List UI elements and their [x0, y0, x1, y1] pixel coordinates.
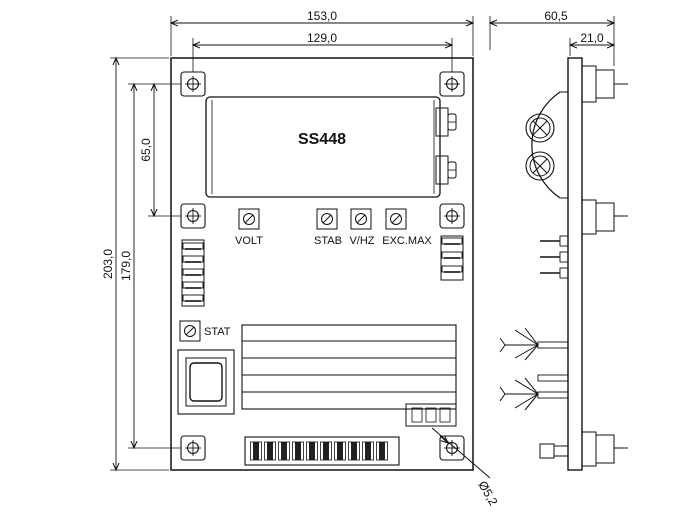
- small-connector: [405, 403, 457, 427]
- module-name: SS448: [298, 131, 346, 148]
- side-pot-pins: [540, 235, 569, 279]
- stat-potentiometer: [179, 320, 201, 342]
- board-outline: [170, 57, 474, 471]
- terminal-block: [244, 436, 400, 466]
- volt-label: VOLT: [235, 235, 263, 247]
- vhz-label: V/HZ: [349, 235, 374, 247]
- side-view: 60,5 21,0: [490, 9, 628, 471]
- heatsink: [241, 324, 457, 410]
- overall-height-label: 203,0: [101, 249, 115, 279]
- volt-potentiometer: [238, 208, 260, 230]
- hole-spacing-x-dimension: [193, 38, 452, 72]
- hole-spacing-x-label: 129,0: [307, 31, 337, 45]
- excmax-label: EXC.MAX: [382, 235, 432, 247]
- side-connector-dimension: [570, 38, 614, 56]
- upper-hole-spacing-label: 65,0: [139, 138, 153, 162]
- hole-spacing-y-dimension: [128, 84, 181, 448]
- square-component: [177, 349, 235, 415]
- side-depth-label: 60,5: [544, 9, 568, 23]
- mounting-hole-mid-left: [180, 203, 206, 229]
- side-board: [567, 57, 583, 471]
- mounting-hole-top-right: [439, 71, 465, 97]
- side-connector-label: 21,0: [580, 31, 604, 45]
- stab-potentiometer: [316, 208, 338, 230]
- stab-label: STAB: [314, 235, 342, 247]
- capacitor: [205, 96, 457, 198]
- hole-spacing-y-label: 179,0: [119, 251, 133, 281]
- mounting-hole-top-left: [180, 71, 206, 97]
- excmax-potentiometer: [385, 208, 407, 230]
- left-connector-strip: [181, 239, 205, 307]
- mounting-hole-bottom-left: [180, 435, 206, 461]
- overall-width-dimension: [171, 16, 473, 56]
- vhz-potentiometer: [350, 208, 372, 230]
- overall-height-dimension: [110, 58, 169, 470]
- front-view: SS448 VOLT STAB V/HZ EXC.MAX STAT: [101, 9, 501, 508]
- side-bottom-connector: [539, 443, 569, 459]
- stat-label: STAT: [204, 326, 231, 338]
- mounting-hole-mid-right: [439, 203, 465, 229]
- hole-diameter-label: Ø5,2: [475, 479, 500, 509]
- right-connector-strip: [440, 235, 464, 281]
- upper-hole-spacing-dimension: [148, 84, 181, 216]
- overall-width-label: 153,0: [307, 9, 337, 23]
- side-capacitor: [525, 91, 568, 199]
- side-depth-dimension: [490, 16, 614, 66]
- hole-diameter-leader: [431, 427, 491, 479]
- side-standoffs: [581, 65, 628, 467]
- side-heatsink: [499, 327, 569, 411]
